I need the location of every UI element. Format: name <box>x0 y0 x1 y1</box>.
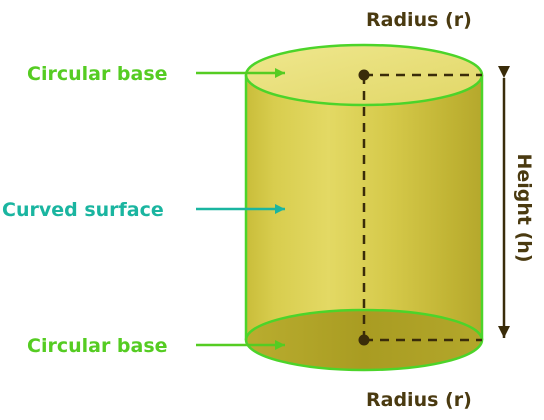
bottom-base-label: Circular base <box>27 335 168 357</box>
top-center-dot <box>358 69 370 81</box>
height-label: Height (h) <box>513 153 535 262</box>
top-base-label: Circular base <box>27 63 168 85</box>
bottom-center-dot <box>358 334 370 346</box>
top-radius-label: Radius (r) <box>366 9 472 31</box>
curved-surface-label: Curved surface <box>2 199 164 221</box>
bottom-radius-label: Radius (r) <box>366 389 472 411</box>
